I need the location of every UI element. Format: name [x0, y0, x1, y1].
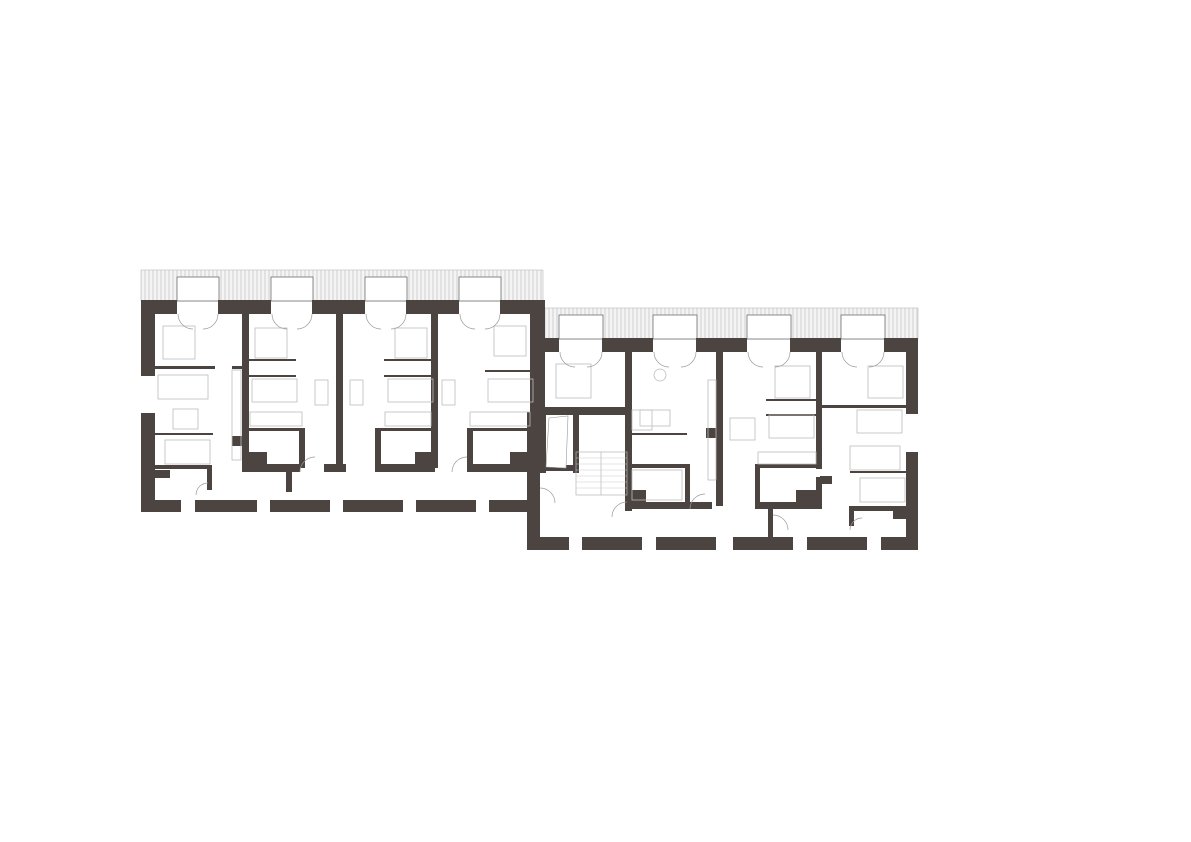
staircase	[545, 415, 628, 496]
balconies	[176, 276, 886, 340]
furniture	[157, 325, 906, 503]
walls-left-block	[141, 300, 545, 512]
doors	[177, 313, 885, 531]
